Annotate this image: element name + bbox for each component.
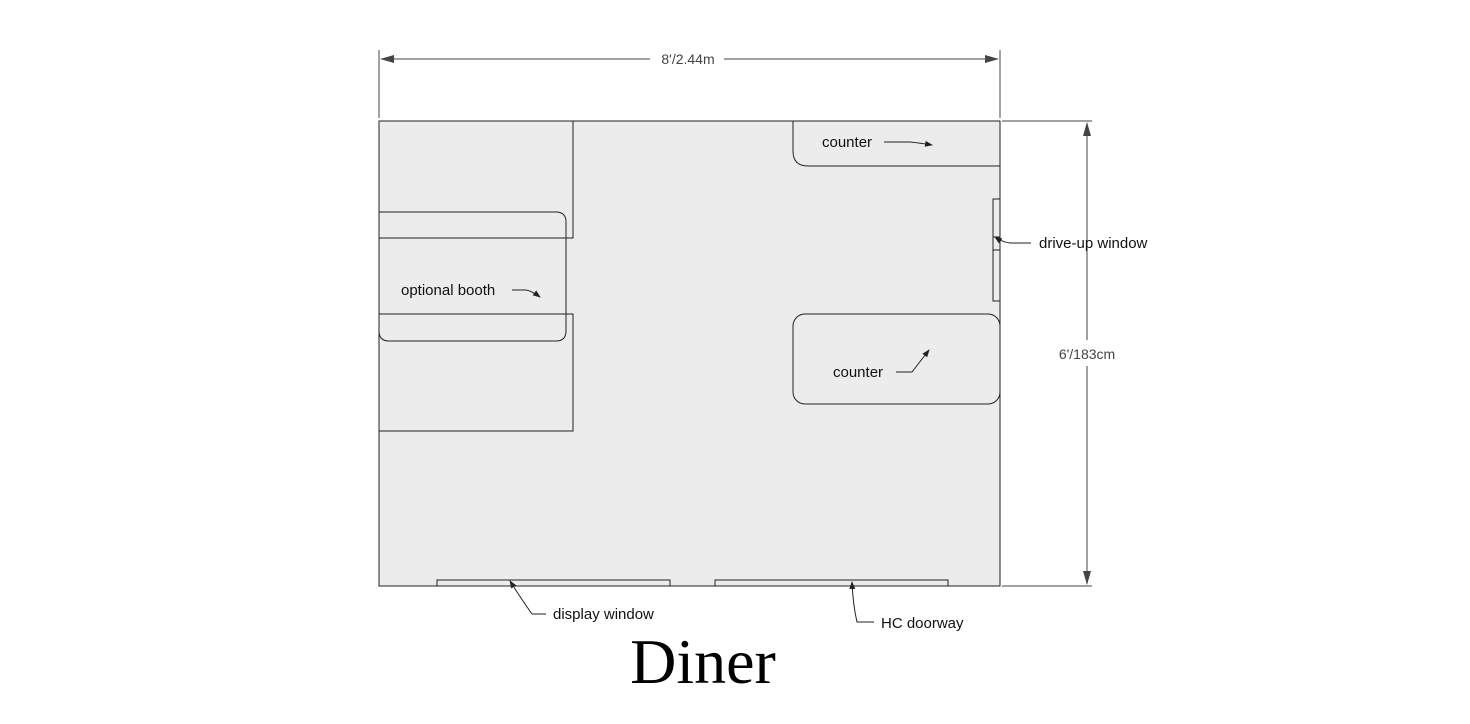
width-dimension: 8'/2.44m (378, 50, 1001, 118)
optional-booth-arrow (512, 289, 541, 298)
optional-booth-table (378, 211, 567, 342)
floor-outline (378, 120, 1001, 587)
counter-right-label: counter (833, 364, 883, 381)
height-dimension: 6'/183cm (1002, 120, 1115, 587)
hc-doorway (714, 579, 949, 587)
plan-title: Diner (630, 626, 776, 697)
counter-right (792, 313, 1001, 405)
counter-top-arrow (884, 140, 933, 147)
hc-doorway-arrow (849, 581, 874, 623)
height-dimension-label: 6'/183cm (1059, 346, 1115, 362)
drive-up-window-label: drive-up window (1039, 235, 1148, 252)
counter-top (792, 120, 1001, 167)
width-dimension-label: 8'/2.44m (661, 51, 714, 67)
display-window (436, 579, 671, 587)
counter-top-label: counter (822, 134, 872, 151)
display-window-label: display window (553, 606, 654, 623)
drive-up-window-arrow (994, 236, 1031, 244)
optional-booth-label: optional booth (401, 282, 495, 299)
display-window-arrow (509, 580, 546, 615)
counter-right-arrow (896, 349, 930, 373)
hc-doorway-label: HC doorway (881, 615, 964, 632)
